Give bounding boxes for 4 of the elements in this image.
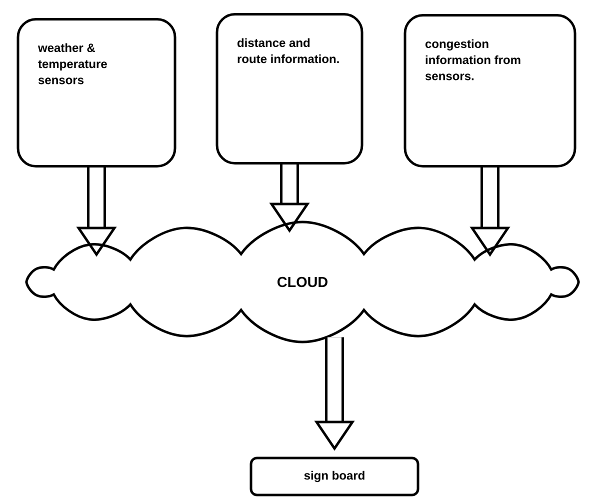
process-box: weather & temperature sensors: [16, 18, 176, 168]
process-box: sign board: [250, 456, 420, 496]
process-box: distance and route information.: [216, 13, 364, 164]
process-box: congestion information from sensors.: [404, 14, 576, 168]
